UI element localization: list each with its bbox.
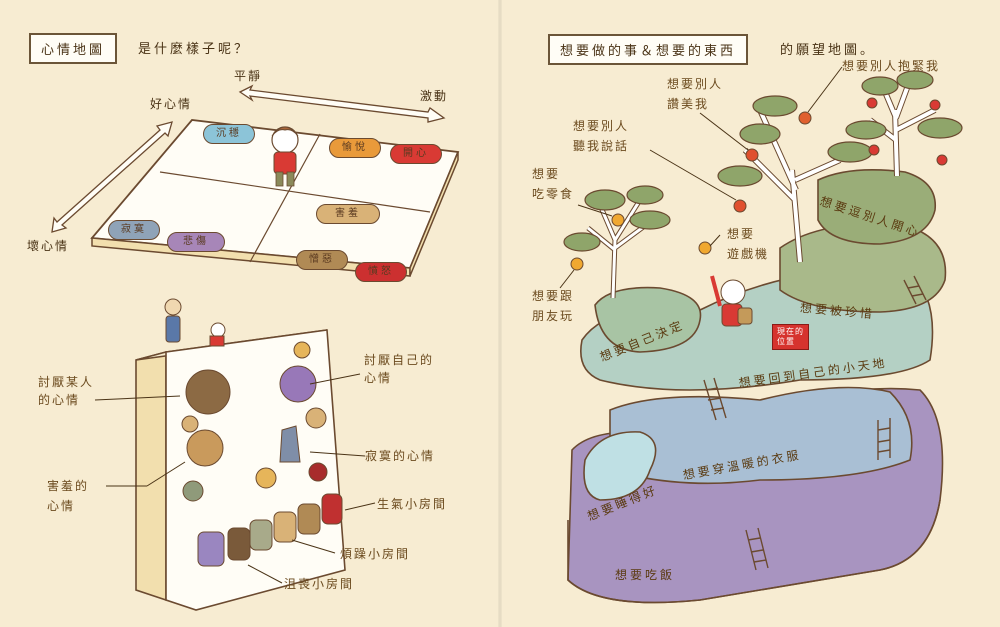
label-want-game-2: 遊戲機 (727, 247, 770, 261)
kid-character (710, 275, 753, 327)
label-hate-someone-2: 的心情 (38, 393, 81, 407)
label-want-friends-1: 想要跟 (532, 289, 575, 303)
wish-map-title-suffix: 的願望地圖。 (780, 43, 877, 58)
marker-line-2: 位置 (777, 337, 795, 346)
label-want-listen-2: 聽我說話 (573, 139, 630, 153)
label-want-friends-2: 朋友玩 (532, 309, 575, 323)
emotion-pill-pleased: 愉悅 (329, 138, 381, 158)
emotion-wall (94, 298, 376, 611)
label-angry-room: 生氣小房間 (377, 497, 448, 511)
emotion-pill-shy: 害羞 (316, 204, 380, 224)
wish-map-title-box: 想要做的事＆想要的東西 (548, 34, 749, 65)
book-spine (498, 0, 502, 627)
label-depressed-room: 沮喪小房間 (284, 577, 355, 591)
emotion-pill-disgust: 憎惡 (296, 250, 348, 270)
axis-arrows (51, 84, 446, 233)
marker-line-1: 現在的 (777, 327, 804, 336)
label-irritated-room: 煩躁小房間 (340, 547, 411, 561)
emotion-pill-happy: 開心 (390, 144, 442, 164)
emotion-pill-lonely: 寂寞 (108, 220, 160, 240)
current-position-marker: 現在的 位置 (772, 324, 809, 350)
axis-label-excited: 激動 (420, 89, 449, 103)
label-want-hug: 想要別人抱緊我 (842, 59, 941, 73)
label-want-snack-2: 吃零食 (532, 187, 575, 201)
emotion-pill-calm: 沉穩 (203, 124, 255, 144)
tier-label-eat: 想要吃飯 (615, 568, 676, 582)
mood-map-title-question: 是什麼樣子呢？ (138, 42, 251, 57)
label-want-praise-1: 想要別人 (667, 77, 724, 91)
ladders (703, 275, 927, 571)
label-hate-self-1: 討厭自己的 (364, 353, 435, 367)
axis-label-calm: 平靜 (234, 69, 263, 83)
axis-label-good-mood: 好心情 (150, 97, 193, 111)
label-shy-2: 心情 (47, 499, 76, 513)
label-hate-self-2: 心情 (364, 371, 393, 385)
wish-tiers (567, 168, 947, 604)
label-want-praise-2: 讚美我 (667, 97, 710, 111)
axis-label-bad-mood: 壞心情 (27, 239, 70, 253)
label-want-listen-1: 想要別人 (573, 119, 630, 133)
label-want-snack-1: 想要 (532, 167, 561, 181)
emotion-pill-angry: 憤怒 (355, 262, 407, 282)
mood-map-title-box: 心情地圖 (29, 33, 118, 64)
emotion-pill-sad: 悲傷 (167, 232, 225, 252)
wish-trees (559, 66, 963, 299)
label-hate-someone-1: 討厭某人 (38, 375, 95, 389)
boy-character (271, 126, 299, 187)
label-lonely: 寂寞的心情 (365, 449, 436, 463)
label-shy-1: 害羞的 (47, 479, 90, 493)
label-want-game-1: 想要 (727, 227, 756, 241)
